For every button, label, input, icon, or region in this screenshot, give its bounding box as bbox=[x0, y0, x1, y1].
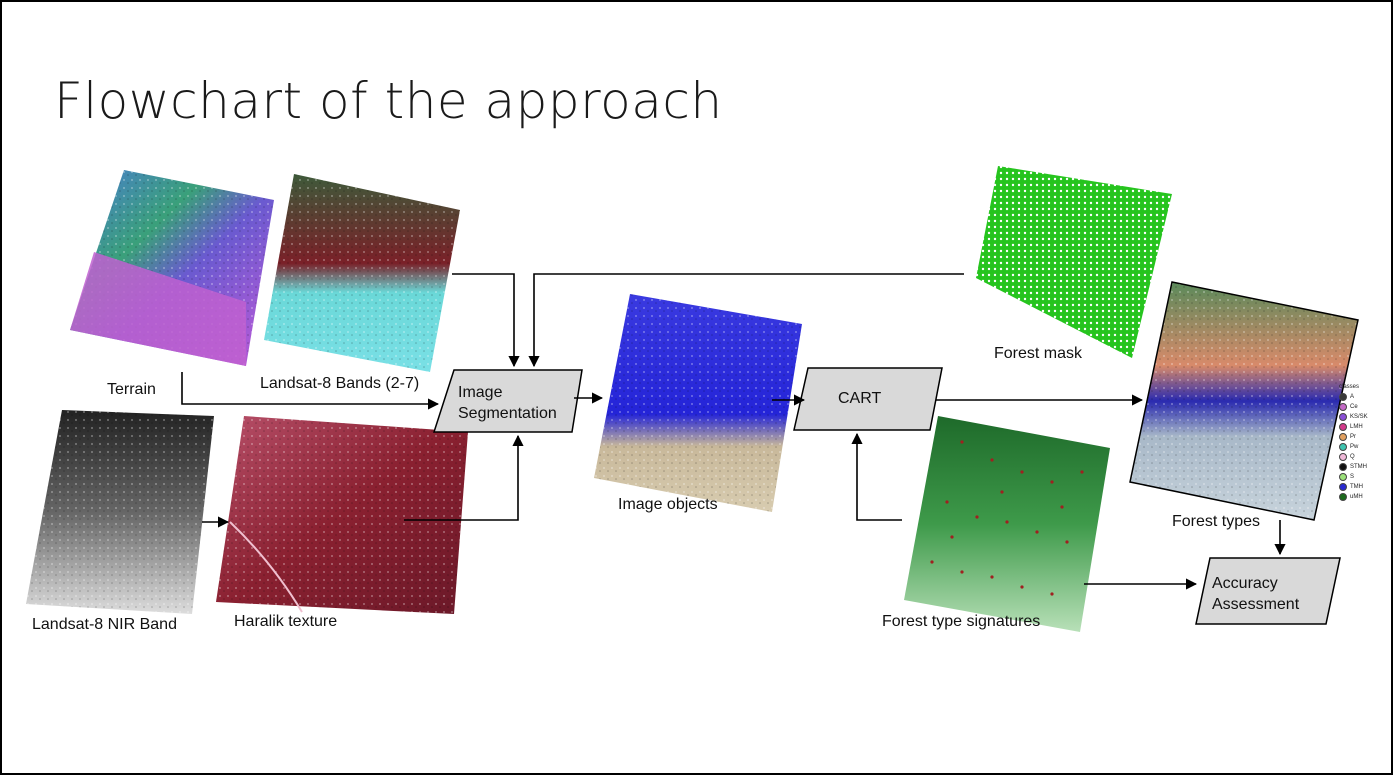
cart-box bbox=[793, 367, 943, 431]
accuracy-line2: Assessment bbox=[1212, 596, 1300, 613]
legend-item-label: KS/SK bbox=[1350, 414, 1368, 420]
legend-swatch bbox=[1339, 473, 1347, 481]
image-objects-image bbox=[594, 294, 802, 512]
legend-swatch bbox=[1339, 493, 1347, 501]
forest-mask-image bbox=[976, 166, 1172, 358]
image-segmentation-box bbox=[432, 369, 583, 433]
flow-arrows bbox=[181, 273, 1286, 590]
legend-item-label: LMH bbox=[1350, 424, 1363, 430]
legend-item: STMH bbox=[1339, 462, 1368, 472]
cart-text: CART bbox=[838, 390, 882, 407]
landsat-nir-label: Landsat-8 NIR Band bbox=[32, 616, 177, 633]
legend-item-label: Ce bbox=[1350, 404, 1358, 410]
legend-swatch bbox=[1339, 423, 1347, 431]
legend-swatch bbox=[1339, 463, 1347, 471]
landsat-nir-image bbox=[26, 410, 214, 614]
landsat-bands-image bbox=[264, 174, 460, 372]
legend-swatch bbox=[1339, 393, 1347, 401]
forest-types-image bbox=[1129, 281, 1359, 521]
legend-item: Q bbox=[1339, 452, 1368, 462]
image-segmentation-line1: Image bbox=[458, 384, 503, 401]
forest-types-label: Forest types bbox=[1172, 513, 1261, 530]
legend-item: Pw bbox=[1339, 442, 1368, 452]
landsat-bands-label: Landsat-8 Bands (2-7) bbox=[260, 375, 420, 392]
forest-type-signatures-image bbox=[904, 416, 1110, 632]
legend-swatch bbox=[1339, 483, 1347, 491]
slide-title: Flowchart of the approach bbox=[54, 72, 723, 130]
legend-item-label: Pw bbox=[1350, 444, 1359, 450]
legend-item: LMH bbox=[1339, 422, 1368, 432]
terrain-image bbox=[70, 170, 274, 366]
legend-item: uMH bbox=[1339, 492, 1368, 502]
legend-title: classes bbox=[1339, 384, 1360, 390]
accuracy-assessment-text: Accuracy Assessment bbox=[1212, 573, 1299, 615]
legend-swatch bbox=[1339, 413, 1347, 421]
legend-item: Ce bbox=[1339, 402, 1368, 412]
image-segmentation-line2: Segmentation bbox=[458, 405, 557, 422]
legend-item-label: uMH bbox=[1350, 494, 1363, 500]
accuracy-assessment-box bbox=[1195, 557, 1341, 625]
legend-item: KS/SK bbox=[1339, 412, 1368, 422]
legend-item: Pr bbox=[1339, 432, 1368, 442]
terrain-label: Terrain bbox=[107, 381, 156, 398]
legend-item-label: Q bbox=[1350, 454, 1355, 460]
legend-item-label: STMH bbox=[1350, 464, 1367, 470]
haralik-image bbox=[216, 416, 468, 614]
legend-item: TMH bbox=[1339, 482, 1368, 492]
forest-mask-label: Forest mask bbox=[994, 345, 1083, 362]
legend-swatch bbox=[1339, 453, 1347, 461]
accuracy-line1: Accuracy bbox=[1212, 575, 1278, 592]
legend-item-label: TMH bbox=[1350, 484, 1363, 490]
image-segmentation-text: Image Segmentation bbox=[458, 382, 557, 424]
forest-type-signatures-label: Forest type signatures bbox=[882, 613, 1041, 630]
legend-item-label: S bbox=[1350, 474, 1355, 480]
image-objects-label: Image objects bbox=[618, 496, 718, 513]
legend-item: S bbox=[1339, 472, 1368, 482]
legend-swatch bbox=[1339, 433, 1347, 441]
haralik-label: Haralik texture bbox=[234, 613, 338, 630]
legend-item: A bbox=[1339, 392, 1368, 402]
legend-swatch bbox=[1339, 443, 1347, 451]
legend-item-label: Pr bbox=[1350, 434, 1356, 440]
legend-item-label: A bbox=[1350, 394, 1355, 400]
legend-swatch bbox=[1339, 403, 1347, 411]
